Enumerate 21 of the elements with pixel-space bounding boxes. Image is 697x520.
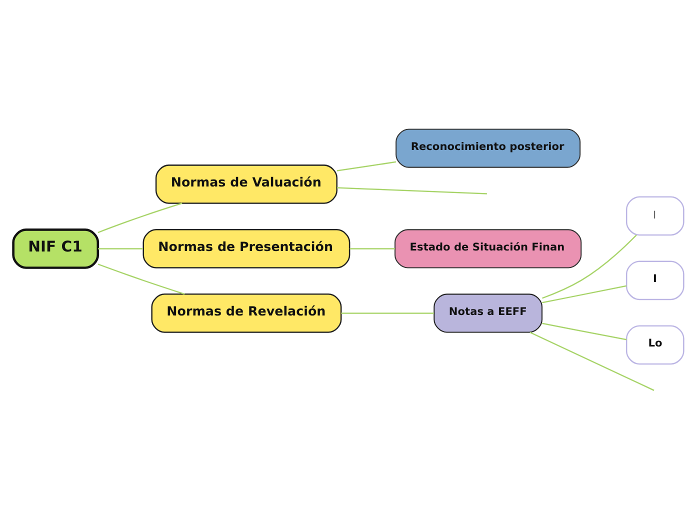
connector <box>98 248 143 250</box>
connector <box>98 202 182 234</box>
connector <box>341 312 434 314</box>
node-box: Reconocimiento posterior <box>396 128 581 168</box>
node-box: Normas de Revelación <box>151 294 342 333</box>
node-box: I <box>626 260 684 300</box>
connector <box>530 332 654 391</box>
connector <box>337 187 487 194</box>
node-box: Notas a EEFF <box>434 294 543 333</box>
connector <box>98 264 185 295</box>
connector <box>542 234 637 299</box>
node-box: NIF C1 <box>12 228 100 269</box>
node-box: I <box>626 196 684 236</box>
connector <box>542 285 627 304</box>
connector <box>350 248 395 250</box>
node-box: Normas de Valuación <box>155 164 338 204</box>
node-box: Normas de Presentación <box>142 229 350 268</box>
connector <box>336 161 396 172</box>
node-box: Estado de Situación Finan <box>394 229 582 268</box>
connector <box>542 322 627 340</box>
node-box: Lo <box>626 325 684 365</box>
